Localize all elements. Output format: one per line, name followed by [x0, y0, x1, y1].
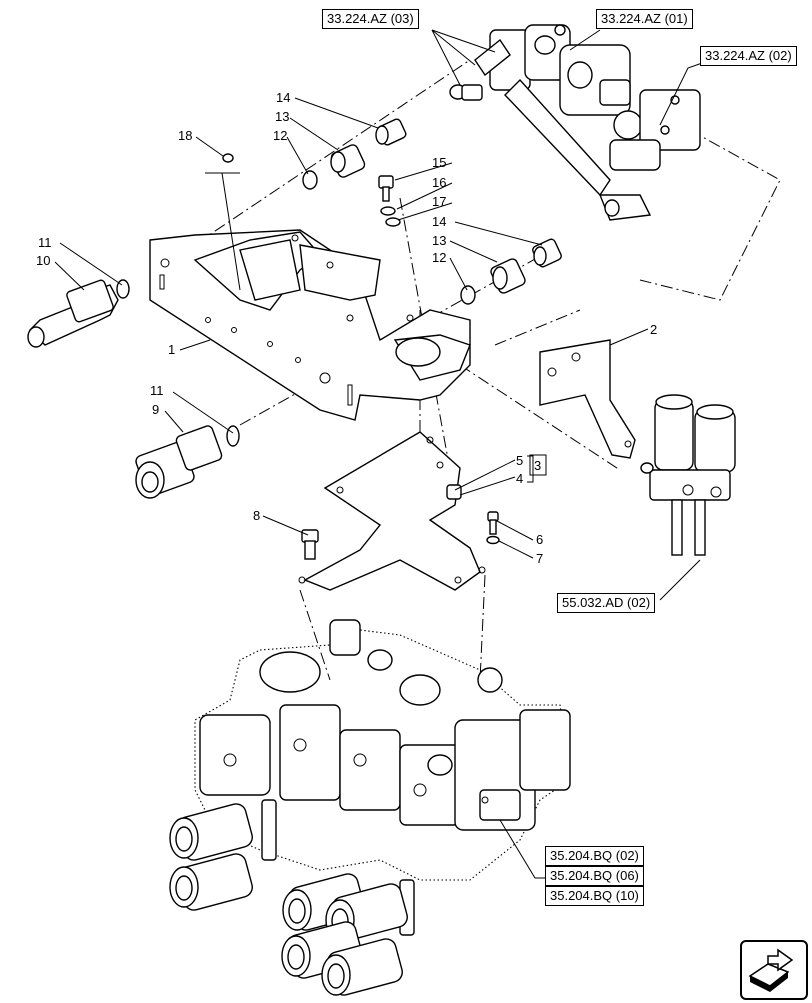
callout-1: 1 — [168, 342, 175, 357]
callout-15: 15 — [432, 155, 446, 170]
callout-5: 5 — [516, 453, 523, 468]
callout-7: 7 — [536, 551, 543, 566]
callout-labels: 14 13 12 18 15 16 17 14 13 12 11 10 1 2 … — [36, 90, 657, 566]
callout-9: 9 — [152, 402, 159, 417]
callout-13-upper: 13 — [275, 109, 289, 124]
callout-18: 18 — [178, 128, 192, 143]
valve-coupler-6 — [321, 938, 403, 996]
assembly-lines — [159, 59, 781, 681]
callout-8: 8 — [253, 508, 260, 523]
reference-leaders — [431, 29, 706, 879]
callout-2: 2 — [650, 322, 657, 337]
callout-leaders — [54, 97, 649, 559]
ref-35-204-bq-10[interactable]: 35.204.BQ (10) — [545, 886, 644, 906]
support-bracket — [149, 172, 471, 421]
next-page-arrow-icon — [748, 948, 794, 992]
callout-17: 17 — [432, 194, 446, 209]
coupler-9 — [135, 425, 240, 499]
ref-35-204-bq-02[interactable]: 35.204.BQ (02) — [545, 846, 644, 866]
callout-11-lower: 11 — [150, 383, 164, 398]
callout-3: 3 — [534, 458, 541, 473]
valve-coupler-1 — [169, 803, 253, 861]
ref-33-224-az-02[interactable]: 33.224.AZ (02) — [700, 46, 797, 66]
callout-10: 10 — [36, 253, 50, 268]
solenoid-valve — [640, 394, 736, 556]
callout-13-lower: 13 — [432, 233, 446, 248]
callout-3-box — [529, 454, 547, 476]
next-page-button[interactable] — [740, 940, 808, 1000]
callout-4: 4 — [516, 471, 523, 486]
callout-14-upper: 14 — [276, 90, 290, 105]
callout-14-lower: 14 — [432, 214, 446, 229]
callout-16: 16 — [432, 175, 446, 190]
ref-35-204-bq-06[interactable]: 35.204.BQ (06) — [545, 866, 644, 886]
control-valve-block — [194, 619, 571, 936]
solenoid-bracket — [539, 339, 636, 459]
valve-coupler-2 — [169, 853, 253, 911]
upper-fitting-set — [222, 118, 407, 190]
coupler-10 — [27, 279, 130, 348]
ref-33-224-az-03[interactable]: 33.224.AZ (03) — [322, 9, 419, 29]
brake-valve-assembly — [449, 24, 701, 221]
callout-12-upper: 12 — [273, 128, 287, 143]
ref-33-224-az-01[interactable]: 33.224.AZ (01) — [596, 9, 693, 29]
ref-55-032-ad-02[interactable]: 55.032.AD (02) — [557, 593, 656, 613]
callout-11-upper: 11 — [38, 235, 52, 250]
lower-fitting-set — [378, 175, 562, 305]
callout-6: 6 — [536, 532, 543, 547]
valve-couplers — [169, 803, 408, 996]
callout-12-lower: 12 — [432, 250, 446, 265]
mounting-plate — [298, 431, 500, 591]
